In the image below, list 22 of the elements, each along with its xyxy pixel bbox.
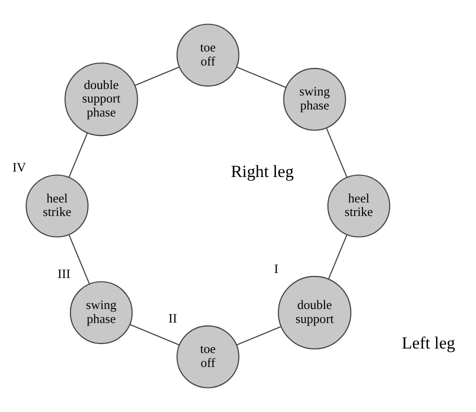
node-circle: heel strike [327, 174, 390, 238]
label: Right leg [230, 162, 294, 182]
connector [236, 66, 286, 88]
node-circle: double support [278, 276, 352, 350]
node-circle: swing phase [70, 281, 133, 344]
node-label: III [58, 267, 70, 282]
node-circle: toe off [176, 24, 240, 87]
connector [134, 66, 180, 86]
node-circle: heel strike [26, 174, 89, 238]
connector [236, 326, 282, 346]
node-circle: toe off [176, 325, 240, 388]
node-circle: double support phase [64, 62, 138, 136]
node-label: II [168, 311, 178, 326]
connector [328, 234, 348, 280]
connector [326, 128, 348, 178]
connector [130, 324, 180, 346]
connector [68, 234, 90, 284]
node-circle: swing phase [283, 68, 346, 131]
node-label: I [274, 262, 278, 276]
label: Left leg [402, 334, 456, 353]
node-label: IV [12, 160, 26, 174]
connector [68, 132, 88, 178]
